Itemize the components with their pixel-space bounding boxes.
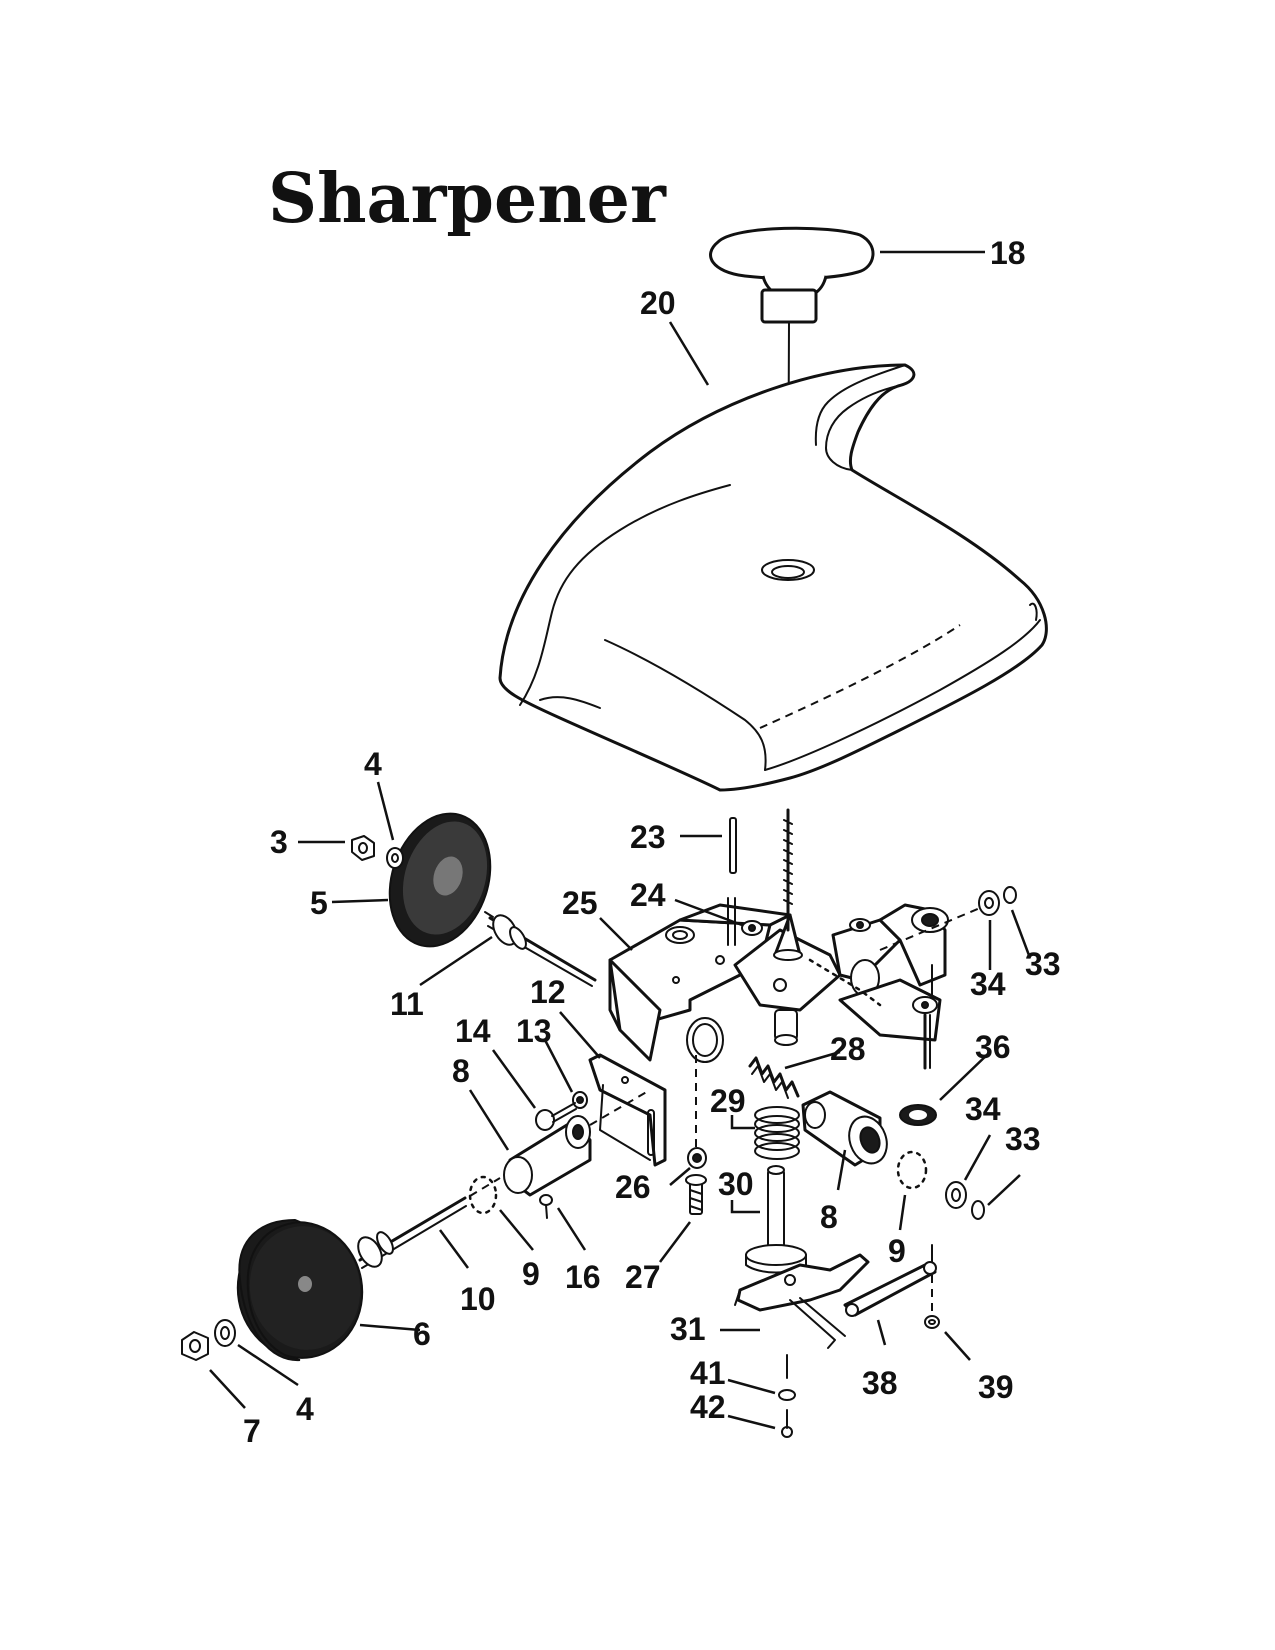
part-8-holder-left	[503, 1089, 651, 1197]
callout-34-upper: 34	[970, 966, 1006, 1002]
callout-3: 3	[270, 824, 288, 860]
part-13-washer	[572, 1091, 588, 1109]
leader-lines	[209, 250, 1032, 1430]
part-38-link	[843, 1244, 937, 1317]
callout-8-left: 8	[452, 1053, 470, 1089]
callout-33-upper: 33	[1025, 946, 1061, 982]
part-10-shaft-lower	[357, 1177, 501, 1269]
callout-18: 18	[990, 235, 1026, 271]
callout-8-right: 8	[820, 1199, 838, 1235]
part-33-clip-lower	[971, 1200, 985, 1220]
part-25-frame	[608, 808, 949, 1070]
part-18-knob	[709, 226, 875, 566]
callout-30: 30	[718, 1166, 754, 1202]
part-4-washer-lower	[214, 1319, 236, 1347]
callout-38: 38	[862, 1365, 898, 1401]
callout-7: 7	[243, 1413, 261, 1449]
part-24-clip	[741, 920, 763, 936]
part-11-shaft-upper	[484, 911, 597, 987]
callout-4-lower: 4	[296, 1391, 314, 1427]
part-42-screw	[781, 1409, 793, 1438]
part-36-washer	[899, 1104, 937, 1126]
part-14-screw	[535, 1102, 577, 1131]
part-23-pin	[729, 817, 737, 874]
part-34-washer-lower	[945, 1181, 967, 1209]
callout-16: 16	[565, 1259, 601, 1295]
part-26-nut	[687, 1147, 707, 1169]
part-7-nut-lower	[181, 1331, 209, 1361]
callout-11: 11	[390, 986, 424, 1022]
callout-24: 24	[630, 877, 666, 913]
part-9-clip-right	[896, 1150, 928, 1190]
callout-39: 39	[978, 1369, 1014, 1405]
callout-10: 10	[460, 1281, 496, 1317]
callout-26: 26	[615, 1169, 651, 1205]
part-8-holder-right	[801, 1090, 888, 1167]
callout-12: 12	[530, 974, 566, 1010]
part-29-spring	[754, 1106, 800, 1160]
callout-14: 14	[455, 1013, 491, 1049]
callout-41: 41	[690, 1355, 726, 1391]
callout-28: 28	[830, 1031, 866, 1067]
part-9-clip-left	[468, 1175, 498, 1215]
callout-9-right: 9	[888, 1233, 906, 1269]
part-4-washer-upper	[386, 847, 404, 869]
callout-4-upper: 4	[364, 746, 382, 782]
part-39-nut	[924, 1275, 940, 1329]
part-6-stone-lower	[236, 1218, 364, 1362]
callout-13: 13	[516, 1013, 552, 1049]
callout-27: 27	[625, 1259, 661, 1295]
part-34-washer-upper	[978, 890, 1000, 916]
callout-36: 36	[975, 1029, 1011, 1065]
diagram-title: Sharpener	[268, 159, 667, 239]
callout-labels: 18 20 4 3 5 23 24 25 11 12 13 14 8 28 29…	[243, 235, 1061, 1449]
callout-33-lower: 33	[1005, 1121, 1041, 1157]
part-16-set-screw	[539, 1194, 553, 1219]
part-12-bracket	[588, 1053, 667, 1167]
part-3-nut-upper	[351, 835, 375, 861]
callout-42: 42	[690, 1389, 726, 1425]
part-28-spring	[748, 1056, 800, 1099]
part-27-screw	[685, 1055, 707, 1215]
callout-23: 23	[630, 819, 666, 855]
callout-34-lower: 34	[965, 1091, 1001, 1127]
callout-25: 25	[562, 885, 598, 921]
part-20-cover	[498, 363, 1048, 792]
part-5-stone-upper	[388, 812, 492, 948]
callout-20: 20	[640, 285, 676, 321]
callout-6: 6	[413, 1316, 431, 1352]
callout-31: 31	[670, 1311, 706, 1347]
callout-5: 5	[310, 885, 328, 921]
callout-9-left: 9	[522, 1256, 540, 1292]
part-31-plate	[734, 1253, 870, 1349]
callout-29: 29	[710, 1083, 746, 1119]
part-30-plunger	[745, 1165, 807, 1274]
part-33-clip-upper	[879, 886, 1017, 951]
part-41-washer	[778, 1354, 796, 1401]
